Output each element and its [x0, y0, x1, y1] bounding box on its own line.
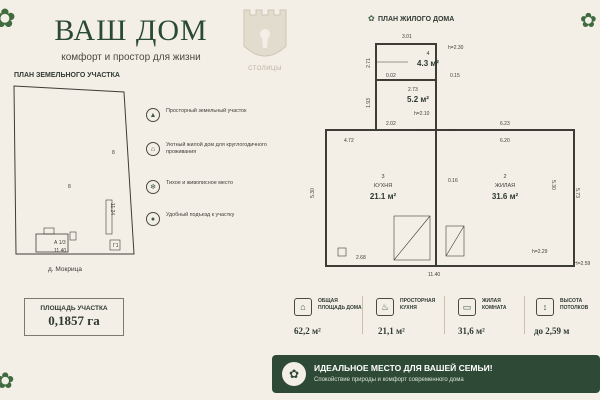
banner-subtitle: Спокойствие природы и комфорт современно… [314, 377, 464, 383]
floor-plan-title: ПЛАН ЖИЛОГО ДОМА [378, 16, 455, 23]
dim-label: 5.30 [549, 180, 556, 190]
stat-divider [444, 296, 445, 334]
house-label: А 1/3 [54, 240, 66, 246]
dim-label: 2.73 [408, 87, 418, 93]
stat-item: ▭ ЖИЛАЯ КОМНАТА 31,6 м² [450, 292, 530, 336]
dim-label: h=2.29 [532, 249, 548, 255]
room-area: 31.6 м² [491, 192, 519, 201]
feature-item: ▲ Просторный земельный участок [146, 108, 286, 122]
room-name: КУХНЯ [373, 183, 393, 189]
side-dim: 11.24 [109, 202, 116, 216]
feature-item: ⌂ Уютный жилой дом для круглогодичного п… [146, 142, 286, 156]
stat-divider [524, 296, 525, 334]
shed-label: Г1 [113, 243, 119, 249]
feature-text: Просторный земельный участок [166, 108, 247, 114]
corridor-outline [375, 79, 437, 131]
plan-title-leaf-icon: ✿ [368, 14, 375, 23]
house-dims: 11.40 [54, 248, 67, 254]
house-area-icon: ⌂ [294, 298, 312, 316]
room-number: 3 [381, 174, 385, 180]
sofa-icon: ▭ [458, 298, 476, 316]
room-area: 5.2 м² [407, 95, 429, 104]
chef-hat-icon: ♨ [376, 298, 394, 316]
stat-label: ОБЩАЯ ПЛОЩАДЬ ДОМА [318, 298, 362, 311]
dim-label: 0.16 [448, 178, 458, 184]
dim-label: 0.15 [450, 73, 460, 79]
dim-label: 3.01 [402, 34, 412, 40]
stat-value: 62,2 м² [294, 326, 321, 336]
dim-label: 6.20 [500, 138, 510, 144]
room-area: 4.3 м² [417, 59, 439, 68]
plot-area-box: ПЛОЩАДЬ УЧАСТКА 0,1857 га [24, 298, 124, 336]
feature-text: Уютный жилой дом для круглогодичного про… [166, 142, 267, 155]
land-plan-title: ПЛАН ЗЕМЕЛЬНОГО УЧАСТКА [14, 72, 120, 79]
leaf-decoration-icon: ✿ [580, 10, 597, 32]
stat-divider [362, 296, 363, 334]
dim-label: 5.30 [309, 188, 316, 198]
dim-label: 5.73 [573, 188, 580, 198]
house-icon: ⌂ [146, 142, 160, 156]
shed-outline [105, 199, 113, 235]
leaf-decoration-icon: ✿ [0, 4, 16, 33]
location-pin-icon: ● [146, 212, 160, 226]
stat-label: ПРОСТОРНАЯ КУХНЯ [400, 298, 436, 311]
promo-banner: ✿ ИДЕАЛЬНОЕ МЕСТО ДЛЯ ВАШЕЙ СЕМЬИ! Споко… [272, 355, 600, 393]
room-number: 4 [426, 51, 430, 57]
room-area: 21.1 м² [369, 192, 397, 201]
stat-item: ↕ ВЫСОТА ПОТОЛКОВ до 2,59 м [528, 292, 600, 336]
page-title: ВАШ ДОМ [54, 14, 208, 47]
land-plot-plan [13, 85, 135, 255]
dim-label: 4.72 [344, 138, 354, 144]
stairs [393, 215, 431, 261]
stat-value: 21,1 м² [378, 326, 405, 336]
stats-bar: ⌂ ОБЩАЯ ПЛОЩАДЬ ДОМА 62,2 м² ♨ ПРОСТОРНА… [278, 292, 600, 336]
dim-label: 2.68 [356, 255, 366, 261]
castle-keyhole-icon [243, 9, 287, 57]
room-name: ЖИЛАЯ [494, 183, 516, 189]
dim-label: H=2.59 [574, 261, 591, 267]
room-number: 2 [503, 174, 507, 180]
plot-area-label: ПЛОЩАДЬ УЧАСТКА [40, 305, 108, 312]
outbuilding [109, 239, 121, 251]
location-label: д. Мокрица [48, 266, 82, 273]
ceiling-height-icon: ↕ [536, 298, 554, 316]
outbuilding [69, 231, 77, 241]
banner-title: ИДЕАЛЬНОЕ МЕСТО ДЛЯ ВАШЕЙ СЕМЬИ! [314, 363, 493, 373]
logo-text: СТОЛИЦЫ [248, 66, 282, 72]
house-extension [43, 227, 55, 235]
feature-item: ❄ Тихое и живописное место [146, 180, 286, 194]
dim-label: 1.93 [365, 98, 372, 108]
feature-text: Удобный подъезд к участку [166, 212, 235, 218]
leaf-decoration-icon: ✿ [0, 368, 15, 393]
stat-label: ВЫСОТА ПОТОЛКОВ [560, 298, 589, 311]
dim-label: 6.23 [500, 121, 510, 127]
page-subtitle: комфорт и простор для жизни [61, 52, 201, 63]
tree-icon: ▲ [146, 108, 160, 122]
stove [337, 247, 347, 257]
stairs [445, 225, 465, 257]
leaf-icon: ✿ [282, 362, 306, 386]
stat-item: ♨ ПРОСТОРНАЯ КУХНЯ 21,1 м² [368, 292, 448, 336]
dim-label: 0.02 [386, 73, 396, 79]
plot-area-value: 0,1857 га [48, 313, 100, 328]
dim-label: h=2.10 [414, 111, 430, 117]
stat-item: ⌂ ОБЩАЯ ПЛОЩАДЬ ДОМА 62,2 м² [286, 292, 366, 336]
stat-value: до 2,59 м [534, 326, 570, 336]
feature-text: Тихое и живописное место [166, 180, 234, 186]
stat-label: ЖИЛАЯ КОМНАТА [482, 298, 507, 311]
bird-icon: ❄ [146, 180, 160, 194]
dim-label: h=2.30 [448, 45, 464, 51]
floor-plan [325, 43, 575, 267]
feature-item: ● Удобный подъезд к участку [146, 212, 286, 226]
stat-value: 31,6 м² [458, 326, 485, 336]
dim-label: 2.71 [365, 58, 372, 68]
plot-marker: 8 [68, 184, 71, 190]
dim-label: 11.40 [428, 272, 441, 278]
plot-marker: 8 [112, 150, 115, 156]
dim-label: 2.02 [386, 121, 396, 127]
